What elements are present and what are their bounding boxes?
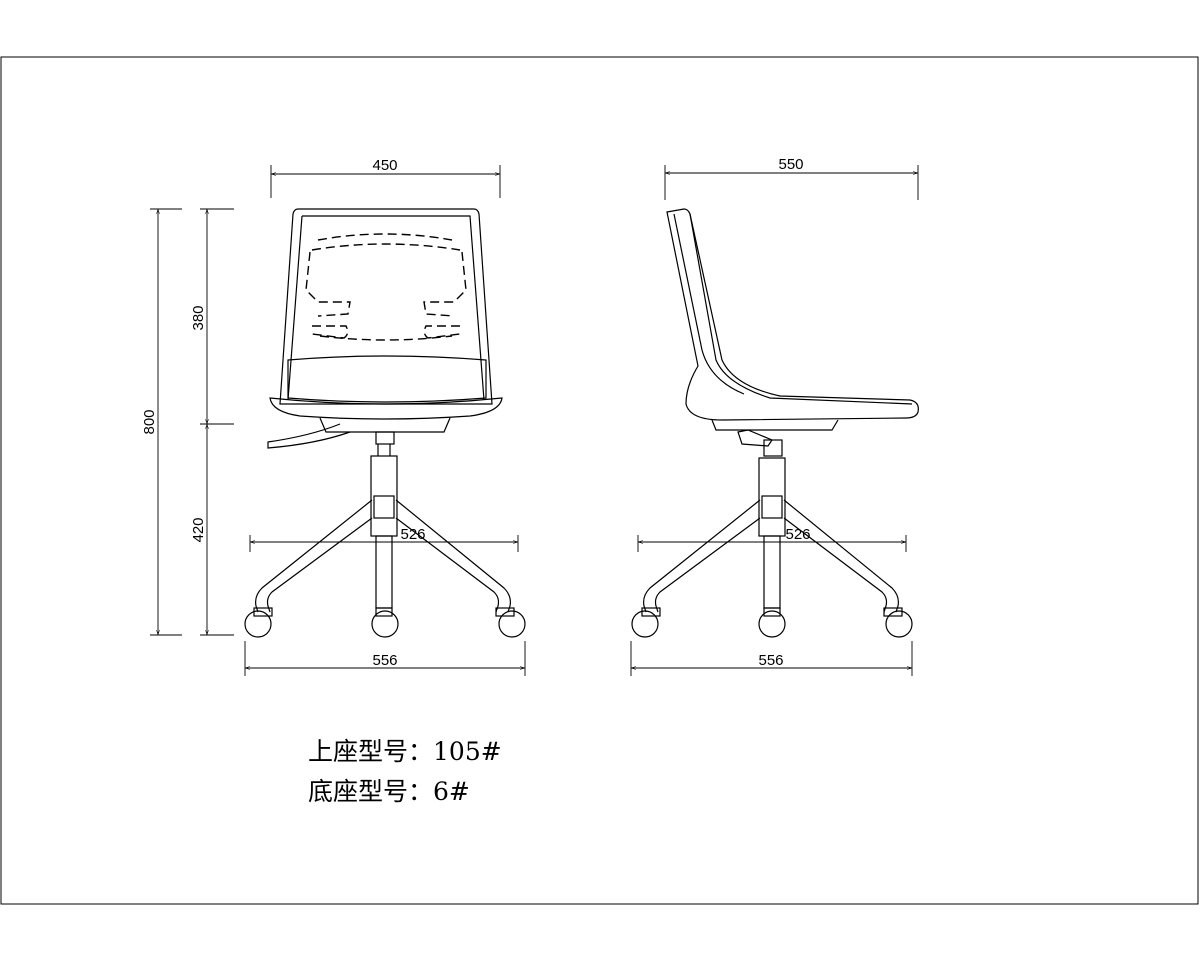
dim-seat-width: 450	[270, 157, 501, 198]
side-gas-column	[758, 457, 786, 609]
front-backrest	[279, 208, 493, 405]
caster-wheel	[631, 610, 659, 638]
caster-wheel	[244, 610, 272, 638]
caster-wheel	[885, 610, 913, 638]
caster-wheel	[371, 610, 399, 638]
spec-line-base: 底座型号：6#	[308, 777, 470, 806]
spec-label: 底座型号：	[308, 777, 433, 806]
caster-wheel	[758, 610, 786, 638]
dim-label-550: 550	[778, 156, 803, 173]
dim-label-526-side: 526	[785, 526, 810, 543]
spec-value: 105#	[433, 737, 502, 766]
dim-label-526: 526	[400, 526, 425, 543]
dim-outer-span-side: 556	[630, 641, 913, 676]
side-base	[631, 499, 913, 638]
dim-back-height: 380	[190, 208, 234, 425]
dim-label-380: 380	[190, 305, 207, 330]
spec-notes: 上座型号：105# 底座型号：6#	[308, 737, 502, 806]
dim-base-height: 420	[190, 423, 234, 636]
front-seat	[267, 355, 503, 449]
caster-wheel	[498, 610, 526, 638]
spec-value: 6#	[433, 777, 470, 806]
dim-outer-span: 556	[244, 641, 526, 676]
front-gas-column	[370, 444, 398, 609]
dim-label-800: 800	[141, 409, 158, 434]
dim-label-556-side: 556	[758, 652, 783, 669]
side-shell	[666, 208, 919, 457]
front-view: 450 800 380 420	[141, 157, 526, 676]
dim-inner-span-side: 526	[637, 526, 907, 552]
side-view: 550	[630, 156, 919, 676]
dim-seat-depth: 550	[664, 156, 919, 200]
spec-line-upper-seat: 上座型号：105#	[308, 737, 502, 766]
dim-label-450: 450	[372, 157, 397, 174]
dim-overall-height: 800	[141, 208, 182, 636]
drawing-border	[0, 56, 1199, 905]
front-base	[244, 499, 526, 638]
dim-label-420: 420	[190, 517, 207, 542]
spec-label: 上座型号：	[308, 737, 433, 766]
dim-inner-span: 526	[249, 526, 519, 552]
dim-label-556: 556	[372, 652, 397, 669]
